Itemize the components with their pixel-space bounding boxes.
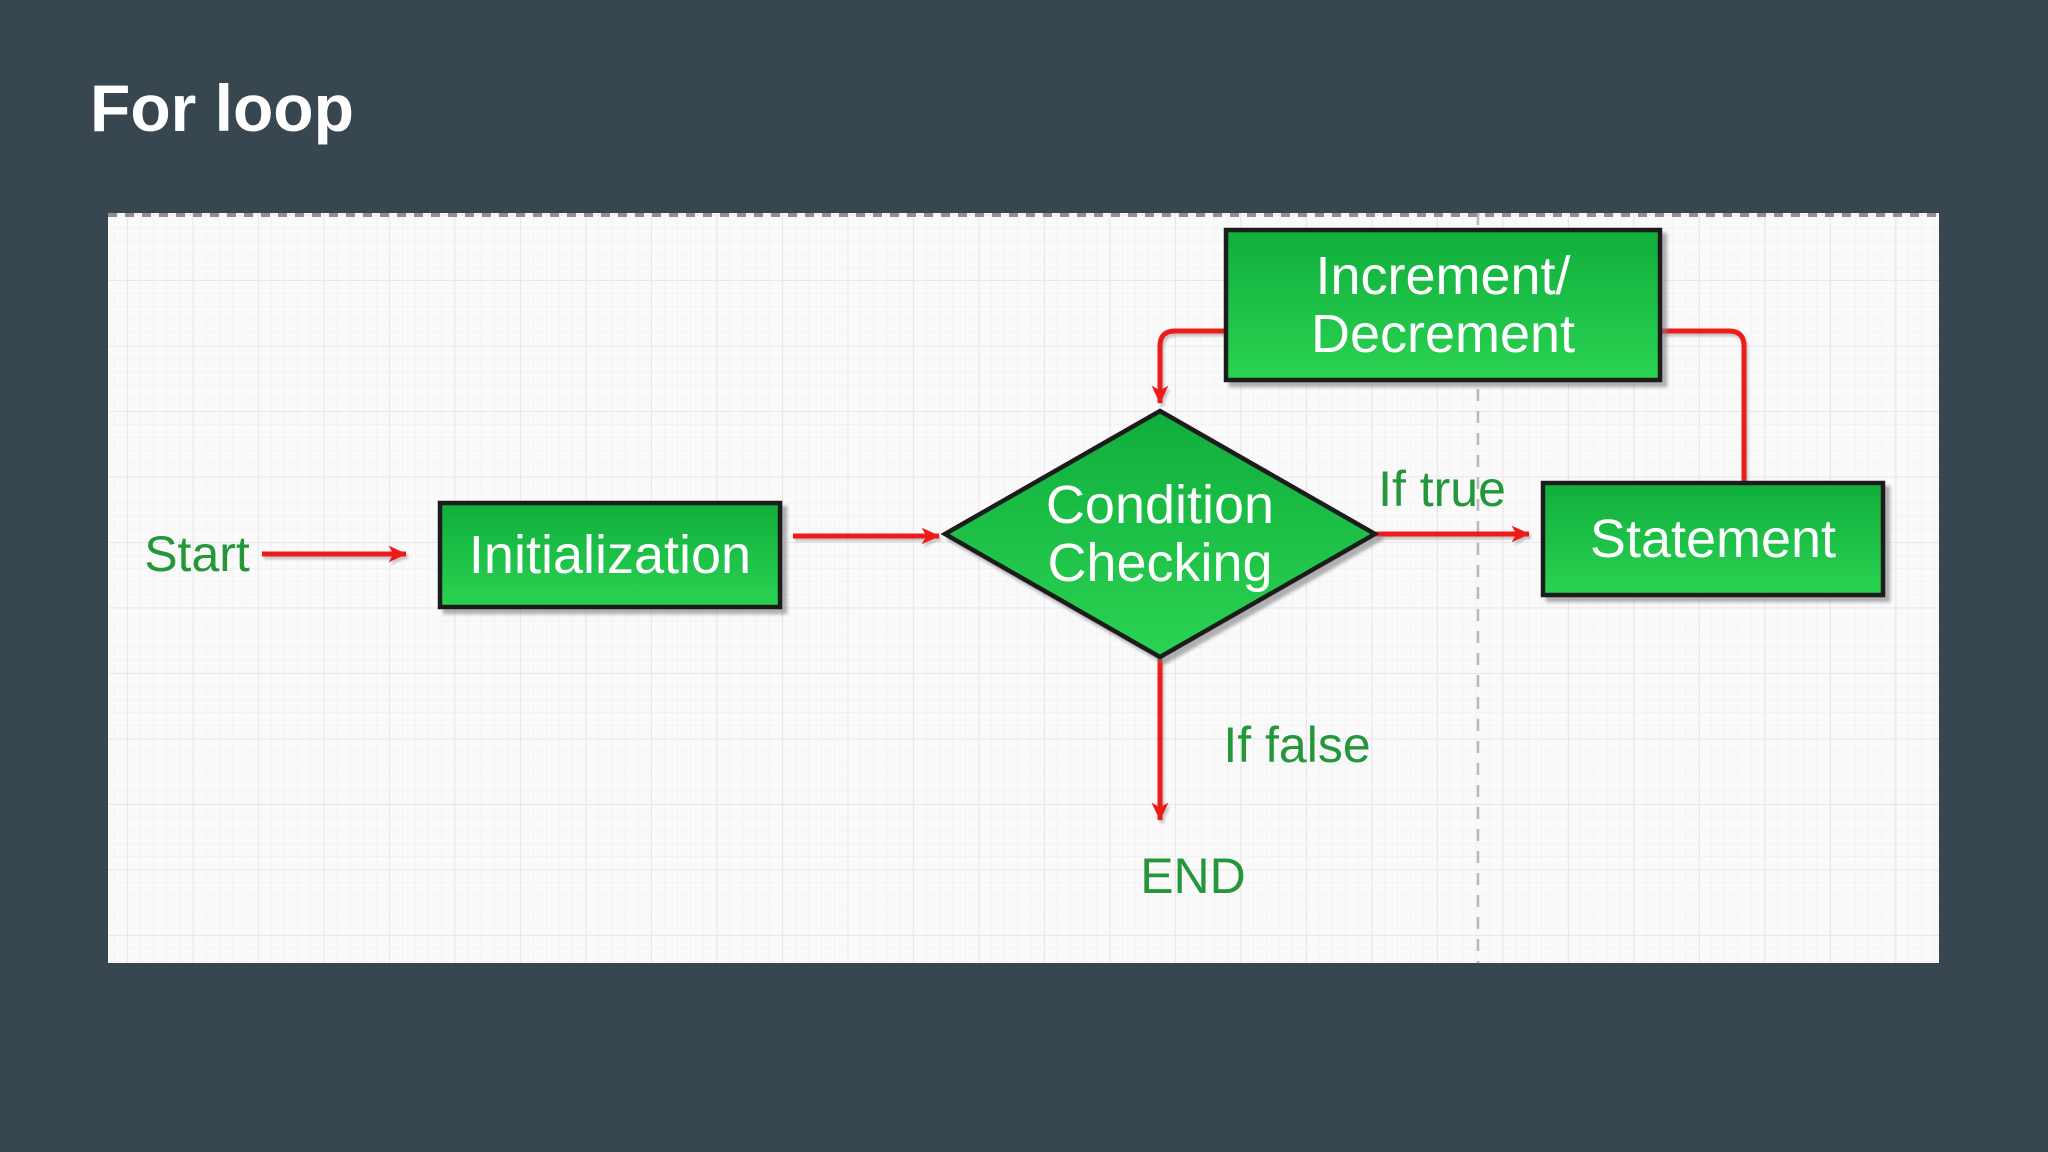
node-condition-checking[interactable]: Condition Checking [940, 408, 1380, 660]
node-initialization[interactable]: Initialization [437, 500, 783, 610]
label-if-true[interactable]: If true [1378, 461, 1506, 517]
page-title: For loop [90, 71, 354, 145]
edge-statement-to-increment[interactable] [1660, 328, 1747, 483]
node-initialization-label: Initialization [469, 525, 751, 585]
node-condition-label-line1: Condition [1046, 475, 1274, 535]
flowchart-svg: Initialization Condition Checking Increm… [144, 213, 1886, 963]
label-start[interactable]: Start [144, 526, 250, 582]
node-increment-label-line1: Increment/ [1315, 246, 1570, 306]
node-initialization-shape [437, 500, 783, 610]
node-statement-label: Statement [1590, 509, 1836, 569]
diagram-canvas[interactable]: Initialization Condition Checking Increm… [108, 213, 1939, 963]
node-statement-shape [1540, 480, 1886, 598]
node-increment-decrement-shape [1223, 227, 1663, 383]
label-if-false[interactable]: If false [1223, 717, 1370, 773]
node-condition-checking-shape [940, 408, 1380, 660]
node-increment-label-line2: Decrement [1311, 304, 1575, 364]
canvas-top-dashed-border [108, 213, 1939, 217]
node-condition-label-line2: Checking [1047, 533, 1272, 593]
edge-increment-to-condition[interactable] [1151, 328, 1226, 404]
node-increment-decrement[interactable]: Increment/ Decrement [1223, 227, 1663, 383]
label-end[interactable]: END [1140, 848, 1246, 904]
node-statement[interactable]: Statement [1540, 480, 1886, 598]
